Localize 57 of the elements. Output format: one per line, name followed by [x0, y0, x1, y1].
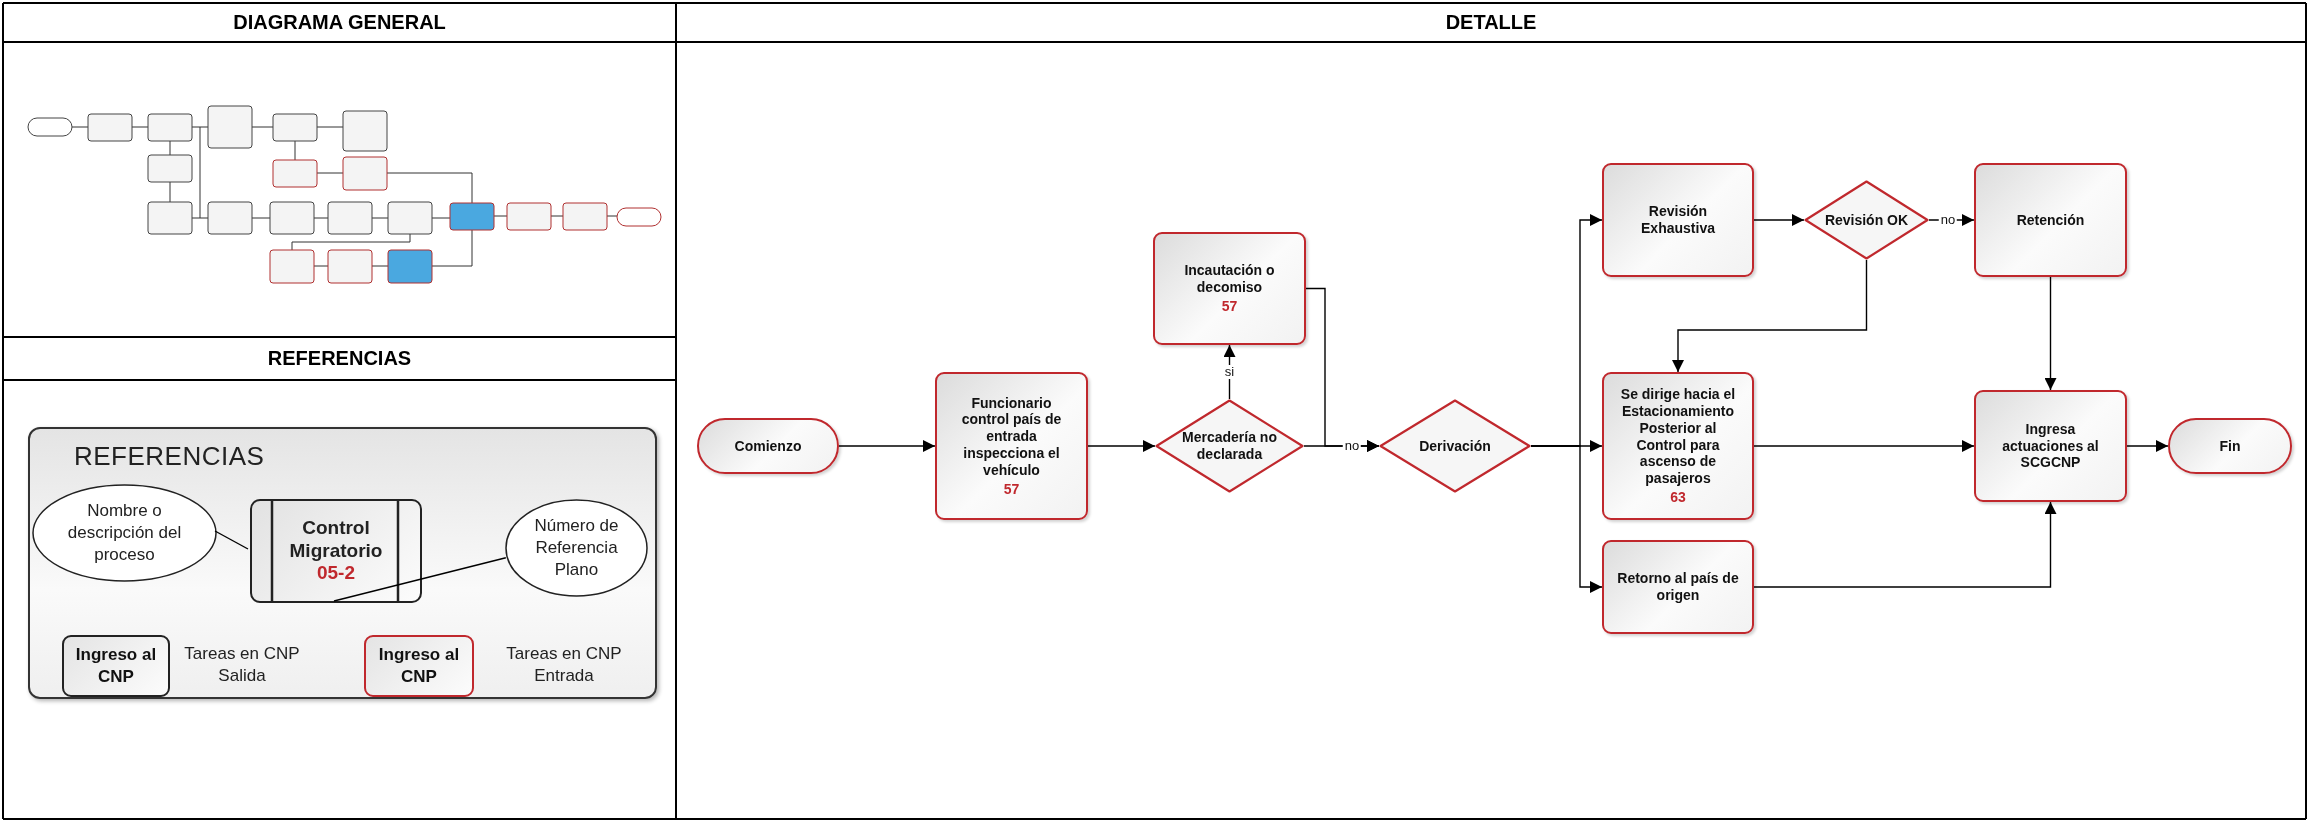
process-box [1974, 390, 2127, 502]
terminal-shape [697, 418, 839, 474]
sample-process-box [62, 635, 170, 697]
arrow [1305, 287, 1380, 452]
process-box [935, 372, 1088, 520]
node-label: Ingreso al CNP [377, 643, 461, 688]
node-label: Revisión Exhaustiva [1640, 203, 1716, 237]
panel-heading: REFERENCIAS [74, 441, 265, 472]
sample-process-box [364, 635, 474, 697]
arrow [1753, 501, 2057, 588]
terminal-shape [2168, 418, 2292, 474]
node-label: Ingreso al CNP [74, 643, 158, 688]
callout-ellipse [32, 484, 217, 582]
arrow [1672, 259, 1868, 373]
column-header: REFERENCIAS [267, 347, 412, 370]
arrow [1530, 445, 1603, 593]
legend-description: Tareas en CNP Salida [183, 643, 301, 688]
callout-ellipse [505, 499, 648, 597]
reference-number: 57 [1221, 297, 1238, 315]
node-label: Comienzo [733, 437, 803, 455]
legend-description: Tareas en CNP Entrada [505, 643, 623, 688]
reference-panel [28, 427, 657, 699]
arrow [2126, 440, 2169, 452]
process-box [1602, 540, 1754, 634]
arrow [2044, 276, 2057, 391]
process-box [1602, 372, 1754, 520]
column-header: DETALLE [1445, 11, 1537, 34]
decision-diamond [1155, 399, 1304, 493]
reference-number: 05-2 [316, 562, 356, 586]
reference-number: 57 [1003, 480, 1020, 498]
arrow [1753, 214, 1805, 226]
node-label: Funcionario control país de entrada inspecciona el vehículo [960, 394, 1063, 479]
process-box [1974, 163, 2127, 277]
node-label: Fin [2218, 437, 2242, 455]
node-label: Nombre o descripción del proceso [66, 499, 183, 567]
node-label: Se dirige hacia el Estacionamiento Posterior al Control para ascenso de pasajeros [1619, 386, 1737, 487]
decision-diamond [1804, 180, 1929, 260]
leader-line [214, 530, 249, 550]
process-box [1602, 163, 1754, 277]
arrow [838, 440, 936, 452]
decision-diamond [1379, 399, 1531, 493]
arrow [1087, 440, 1156, 452]
node-label: Mercadería no declarada [1181, 429, 1278, 463]
edge-label: si [1222, 365, 1237, 379]
node-label: Número de Referencia Plano [533, 514, 620, 582]
node-label: Ingresa actuaciones al SCGCNP [2001, 420, 2100, 472]
reference-number: 63 [1670, 489, 1686, 506]
node-label: Control Migratorio [288, 516, 384, 563]
node-label: Derivación [1418, 437, 1492, 455]
node-label: Revisión OK [1823, 211, 1910, 229]
column-header: DIAGRAMA GENERAL [233, 11, 446, 34]
arrow [1753, 440, 1975, 452]
subprocess-box [250, 499, 422, 603]
node-label: Incautación o decomiso [1183, 262, 1276, 296]
node-label: Retención [2015, 211, 2086, 229]
node-label: Retorno al país de origen [1616, 570, 1740, 604]
process-box [1153, 232, 1306, 345]
